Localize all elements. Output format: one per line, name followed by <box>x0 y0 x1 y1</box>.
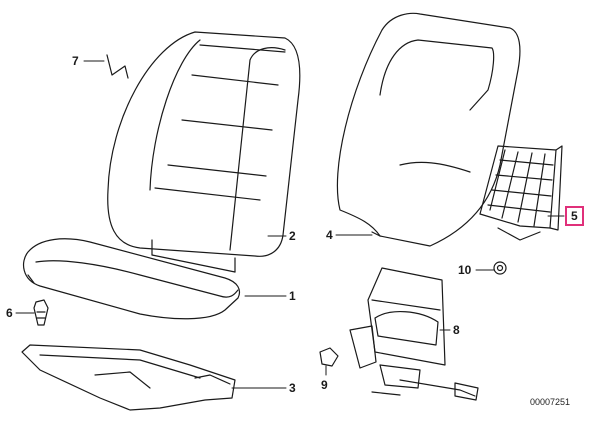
leader-lines <box>15 60 565 389</box>
mounting-panel <box>349 267 479 401</box>
callout-5-highlighted: 5 <box>565 206 584 226</box>
wire-hook <box>106 54 129 79</box>
callout-7: 7 <box>72 54 79 68</box>
callout-8: 8 <box>453 323 460 337</box>
clip-part <box>33 299 49 326</box>
callout-10: 10 <box>458 263 472 277</box>
callout-2: 2 <box>289 229 296 243</box>
callout-9: 9 <box>321 378 328 392</box>
nut-part <box>493 261 507 275</box>
net-pocket <box>479 145 563 241</box>
callout-4: 4 <box>326 228 333 242</box>
callout-3: 3 <box>289 381 296 395</box>
seat-frame <box>21 344 236 411</box>
small-clip <box>319 347 339 367</box>
backrest-cover <box>107 31 301 273</box>
callout-1: 1 <box>289 289 296 303</box>
reference-code: 00007251 <box>530 397 571 407</box>
callout-6: 6 <box>6 306 13 320</box>
seat-cushion <box>22 238 241 320</box>
backrest-shell <box>336 12 521 247</box>
